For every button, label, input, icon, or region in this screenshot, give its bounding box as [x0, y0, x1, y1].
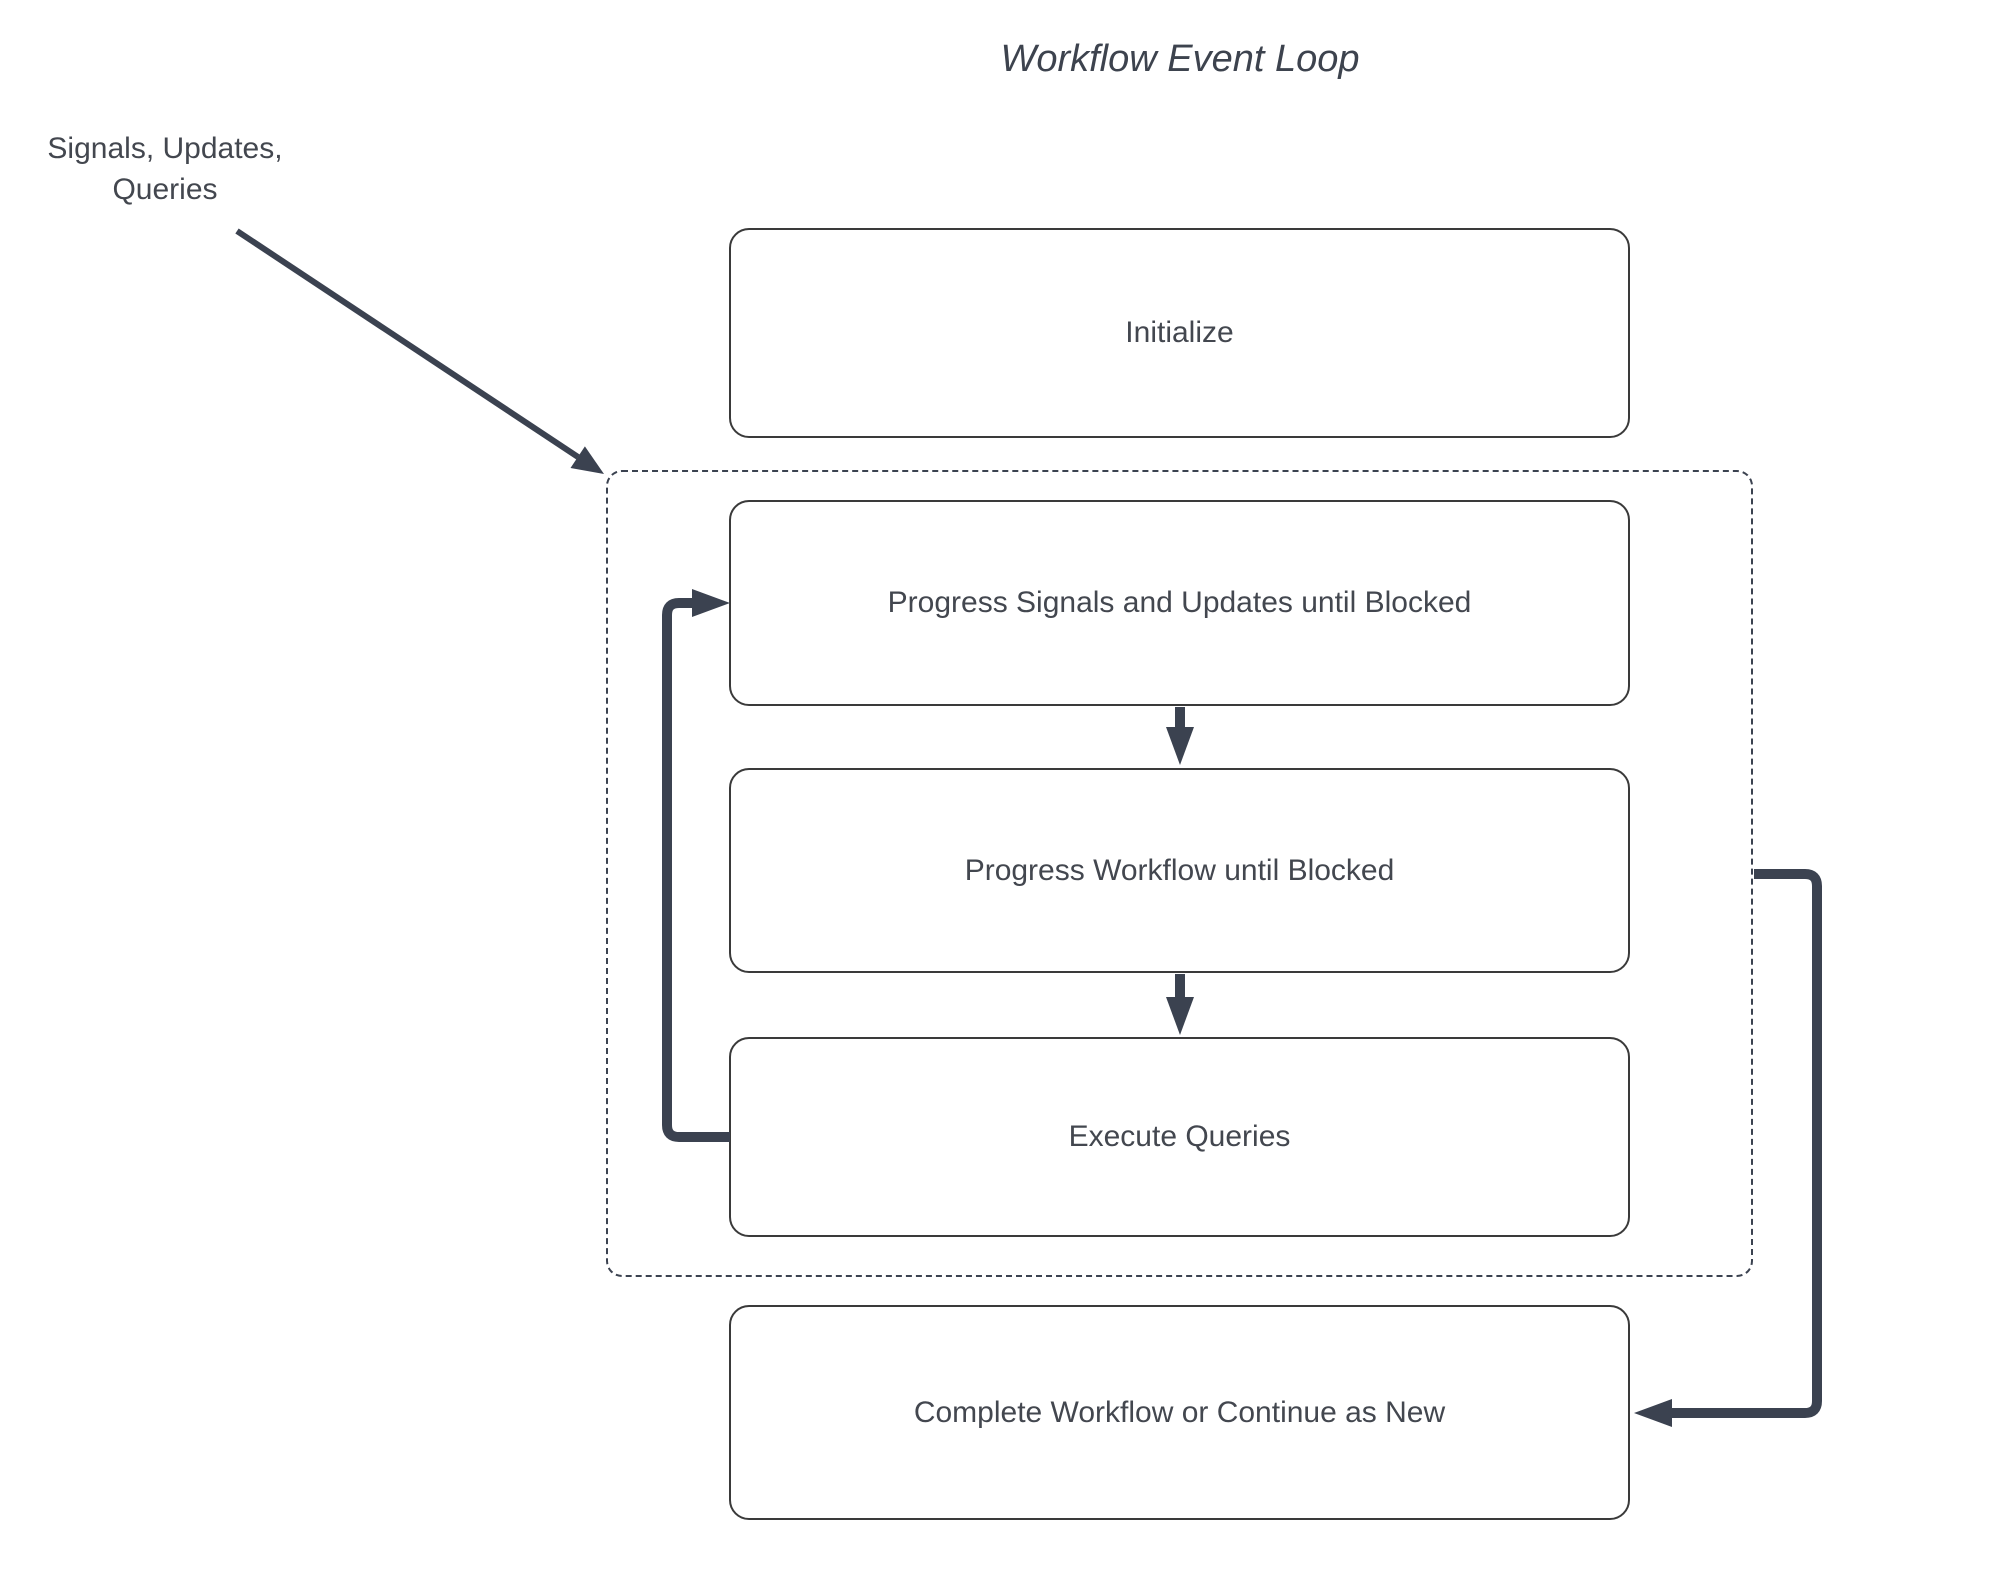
node-initialize-label: Initialize [1125, 316, 1234, 349]
node-progress-workflow: Progress Workflow until Blocked [729, 768, 1630, 973]
external-inputs-label-line1: Signals, Updates, [47, 132, 283, 165]
node-complete: Complete Workflow or Continue as New [729, 1305, 1630, 1520]
node-initialize: Initialize [729, 228, 1630, 438]
diagram-title: Workflow Event Loop [1000, 38, 1360, 80]
node-progress-signals: Progress Signals and Updates until Block… [729, 500, 1630, 706]
external-input-arrow [235, 228, 604, 474]
node-progress-signals-label: Progress Signals and Updates until Block… [887, 586, 1472, 619]
node-progress-workflow-label: Progress Workflow until Blocked [964, 853, 1395, 887]
node-execute-queries-label: Execute Queries [1068, 1120, 1291, 1153]
external-inputs-label-line2: Queries [112, 173, 218, 206]
node-complete-label: Complete Workflow or Continue as New [913, 1395, 1446, 1429]
external-inputs-label: Signals, Updates, Queries [20, 128, 310, 210]
node-execute-queries: Execute Queries [729, 1037, 1630, 1237]
